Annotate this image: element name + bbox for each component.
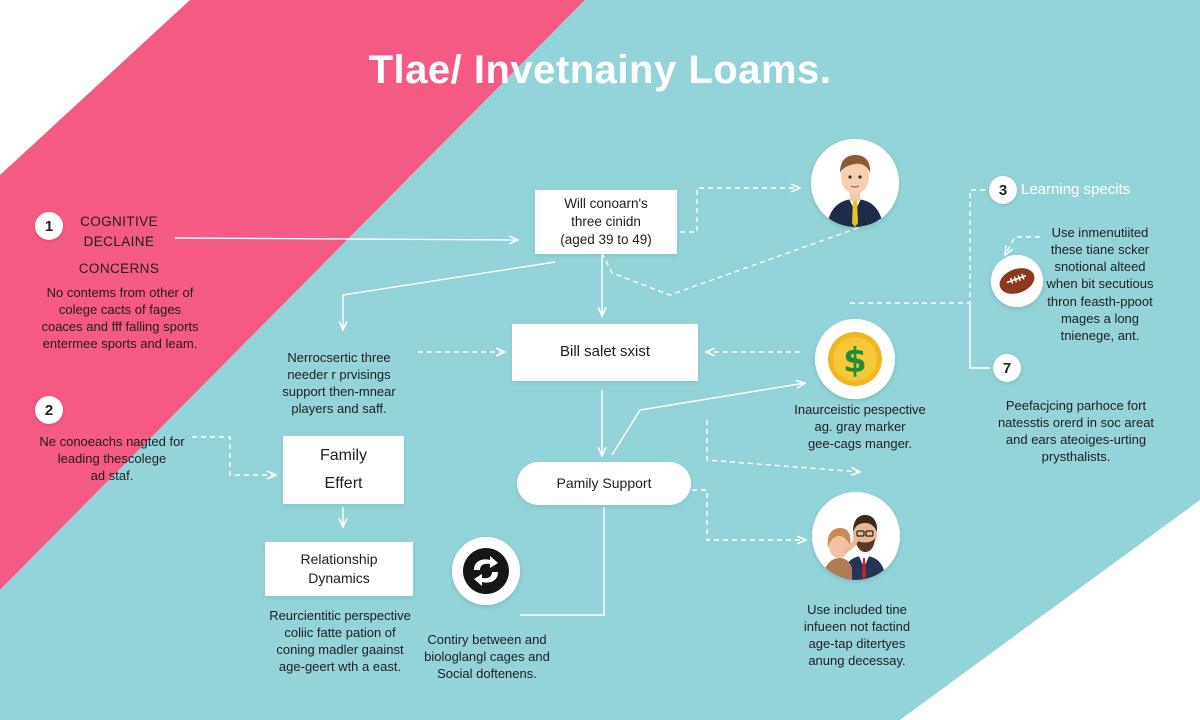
cognitive-decline-heading: COGNITIVE DECLAINE CONCERNS (64, 212, 174, 279)
concerns-box: Will conoarn's three cinidn (aged 39 to … (535, 190, 677, 254)
box-line: Dynamics (308, 570, 370, 586)
text-line: Inaurceistic pespective (794, 402, 926, 417)
relationship-box: Relationship Dynamics (265, 542, 413, 596)
text-line: needer r prvisings (287, 367, 391, 383)
learning-specits-text: Use inmenutiited these tiane scker snoti… (1040, 224, 1160, 344)
text-line: colege cacts of fages (58, 302, 182, 318)
dollar-coin-icon: $ (815, 319, 895, 399)
step-badge-2: 2 (35, 396, 63, 424)
text-line: prysthalists. (1041, 449, 1111, 465)
text-line: biologlangl cages and (424, 649, 550, 665)
family-effert-box: Family Effert (283, 436, 404, 504)
text-line: Contiry between and (427, 632, 547, 647)
text-line: players and saff. (291, 401, 387, 417)
text-line: entermee sports and leam. (42, 336, 198, 352)
text-line: Nerrocsertic three (287, 350, 391, 365)
text-line: age-tap ditertyes (808, 636, 906, 652)
text-line: natesstis orerd in soc areat (997, 415, 1155, 431)
heading-line: DECLAINE (83, 234, 155, 250)
peefacing-text: Peefacjcing parhoce fort natesstis orerd… (983, 397, 1169, 466)
box-line: three cinidn (571, 213, 641, 229)
coaches-text: Ne conoeachs nagted for leading thescole… (22, 433, 202, 484)
text-line: anung decessay. (808, 653, 906, 669)
page-title: Tlae/ Invetnainy Loams. (368, 48, 832, 92)
text-line: No contems from other of (46, 285, 194, 300)
text-line: Reurcientitic perspective (269, 608, 411, 623)
cognitive-concerns-text: No contems from other of colege cacts of… (20, 284, 220, 353)
step-badge-3: 3 (989, 176, 1017, 204)
text-line: mages a long (1060, 310, 1140, 326)
text-line: thron feasth-ppoot (1047, 293, 1153, 309)
box-line: Relationship (300, 551, 378, 568)
text-line: gee-cags manger. (807, 436, 913, 452)
text-line: coning madler gaainst (276, 642, 404, 658)
text-line: leading thescolege (57, 451, 167, 467)
text-line: infueen not factind (803, 619, 911, 635)
heading-line: COGNITIVE (80, 214, 158, 229)
inaurceistic-text: Inaurceistic pespective ag. gray marker … (780, 401, 940, 452)
bill-box: Bill salet sxist (512, 324, 698, 381)
text-line: when bit secutious (1046, 276, 1154, 292)
text-line: snotional alteed (1054, 259, 1146, 275)
text-line: Ne conoeachs nagted for (39, 434, 185, 449)
contiry-text: Contiry between and biologlangl cages an… (412, 631, 562, 682)
text-line: these tiane scker (1050, 242, 1150, 258)
svg-text:$: $ (843, 341, 867, 381)
text-line: Use inmenutiited (1051, 225, 1149, 240)
corner-white-top (0, 0, 190, 175)
family-avatar-icon (812, 492, 900, 580)
step-badge-7: 7 (993, 354, 1021, 382)
swap-arrows-icon (452, 537, 520, 605)
box-line: Will conoarn's (564, 195, 648, 211)
nerrocsertic-text: Nerrocsertic three needer r prvisings su… (264, 349, 414, 418)
text-line: and ears ateoiges-urting (1005, 432, 1147, 448)
box-line: Family (319, 447, 368, 465)
heading-line: CONCERNS (78, 260, 160, 276)
football-icon (991, 255, 1043, 307)
text-line: Use included tine (807, 602, 907, 617)
text-line: ag. gray marker (814, 419, 906, 435)
learning-specits-title: Learning specits (1021, 181, 1131, 198)
businessman-avatar-icon (811, 139, 899, 227)
text-line: ad staf. (90, 468, 134, 484)
step-badge-1: 1 (35, 212, 63, 240)
reurcientitic-text: Reurcientitic perspective coliic fatte p… (255, 607, 425, 676)
family-support-box: Pamily Support (517, 462, 691, 505)
text-line: coaces and fff falling sports (41, 319, 199, 335)
box-line: Effert (324, 475, 363, 492)
text-line: Peefacjcing parhoce fort (1005, 398, 1147, 413)
text-line: coliic fatte pation of (284, 625, 396, 641)
text-line: tnienege, ant. (1060, 327, 1140, 343)
text-line: support then-mnear (282, 384, 396, 400)
use-included-text: Use included tine infueen not factind ag… (782, 601, 932, 670)
box-line: (aged 39 to 49) (560, 232, 652, 248)
text-line: age-geert wth a east. (278, 659, 402, 675)
text-line: Social doftenens. (437, 666, 537, 682)
